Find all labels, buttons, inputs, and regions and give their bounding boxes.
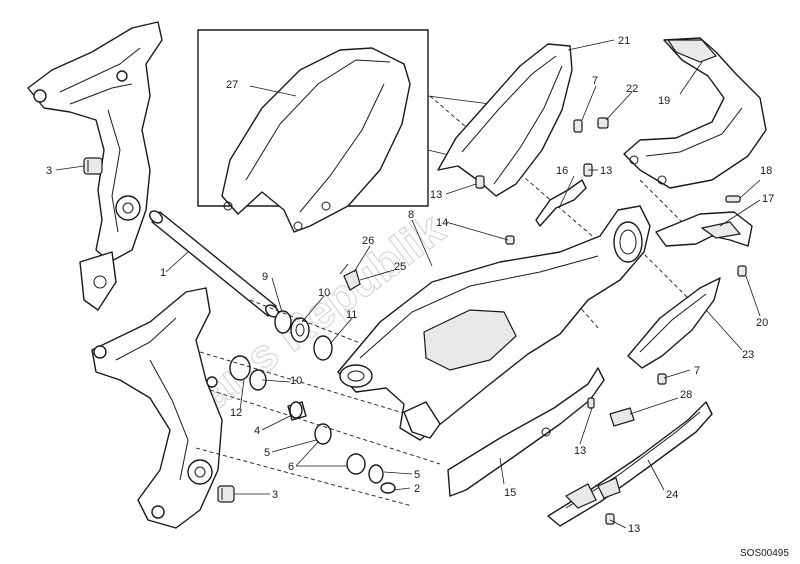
callout-9: 9 bbox=[262, 271, 268, 283]
leader-lines bbox=[55, 39, 761, 529]
callout-14: 14 bbox=[436, 217, 448, 229]
callout-15: 15 bbox=[504, 487, 516, 499]
callout-13-a: 13 bbox=[430, 189, 442, 201]
callout-21: 21 bbox=[618, 35, 630, 47]
callout-3-lower: 3 bbox=[272, 489, 278, 501]
bolt-3-upper bbox=[83, 157, 103, 175]
callout-27: 27 bbox=[226, 79, 238, 91]
callout-10-lower: 10 bbox=[290, 375, 302, 387]
chain-guide bbox=[547, 401, 713, 527]
pad-28 bbox=[609, 407, 635, 427]
callout-25: 25 bbox=[394, 261, 406, 273]
pivot-tube bbox=[149, 210, 279, 318]
callout-8: 8 bbox=[408, 209, 414, 221]
callout-5-right: 5 bbox=[414, 469, 420, 481]
bolt-3-lower bbox=[217, 485, 235, 503]
callout-13-b: 13 bbox=[600, 165, 612, 177]
callout-18: 18 bbox=[760, 165, 772, 177]
callout-10-upper: 10 bbox=[318, 287, 330, 299]
callout-labels: 1 2 3 3 4 5 5 6 7 7 8 9 10 10 11 12 13 1… bbox=[46, 35, 774, 535]
callout-12: 12 bbox=[230, 407, 242, 419]
frame-upper bbox=[27, 21, 163, 311]
callout-4: 4 bbox=[254, 425, 260, 437]
footpeg-bracket bbox=[91, 287, 223, 529]
inset-detail bbox=[197, 29, 491, 233]
callout-20: 20 bbox=[756, 317, 768, 329]
callout-1: 1 bbox=[160, 267, 166, 279]
upper-chain-cover bbox=[623, 37, 767, 189]
callout-13-d: 13 bbox=[628, 523, 640, 535]
callout-24: 24 bbox=[666, 489, 678, 501]
chain-guard-17 bbox=[655, 211, 753, 247]
callout-7-upper: 7 bbox=[592, 75, 598, 87]
callout-6: 6 bbox=[288, 461, 294, 473]
callout-22: 22 bbox=[626, 83, 638, 95]
callout-5-left: 5 bbox=[264, 447, 270, 459]
callout-3-upper: 3 bbox=[46, 165, 52, 177]
callout-11: 11 bbox=[346, 309, 357, 321]
swingarm bbox=[337, 205, 651, 441]
callout-2: 2 bbox=[414, 483, 420, 495]
chain-cover-23 bbox=[627, 277, 721, 369]
fasteners bbox=[339, 117, 747, 525]
callout-13-c: 13 bbox=[574, 445, 586, 457]
chain-slider bbox=[447, 367, 605, 497]
callout-19: 19 bbox=[658, 95, 670, 107]
callout-23: 23 bbox=[742, 349, 754, 361]
callout-7-lower: 7 bbox=[694, 365, 700, 377]
callout-17: 17 bbox=[762, 193, 774, 205]
callout-26: 26 bbox=[362, 235, 374, 247]
bearing-stack bbox=[229, 310, 396, 494]
callout-28: 28 bbox=[680, 389, 692, 401]
callout-16: 16 bbox=[556, 165, 568, 177]
drawing-code: SOS00495 bbox=[740, 548, 789, 559]
